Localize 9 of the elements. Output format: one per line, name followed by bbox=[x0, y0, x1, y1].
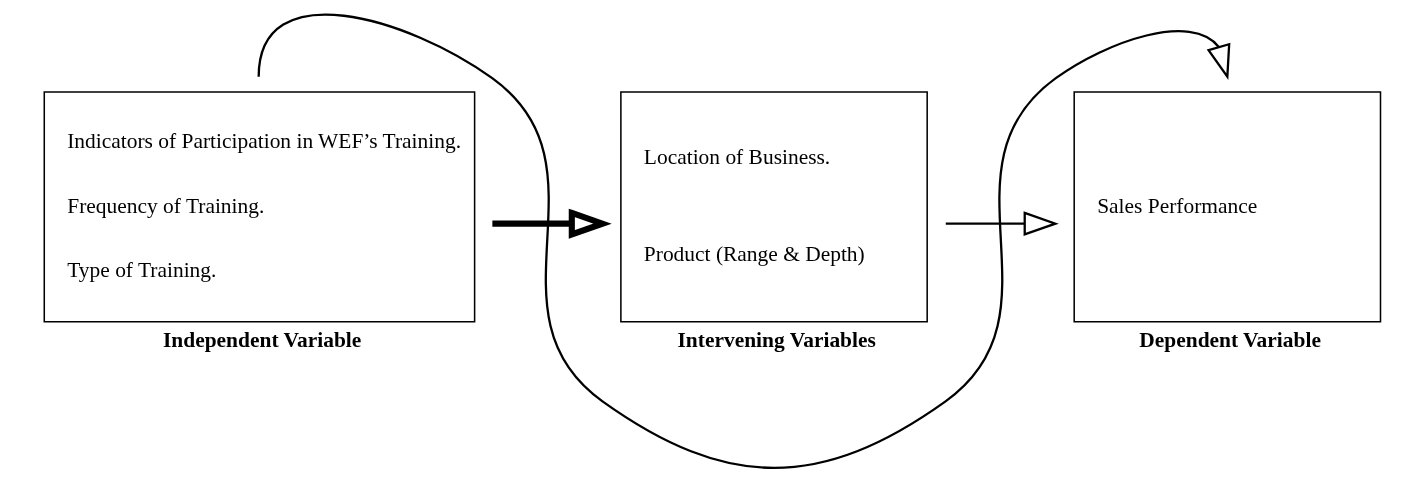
node-label: Dependent Variable bbox=[1139, 327, 1321, 352]
node-box: Indicators of Participation in WEF’s Training. Frequency of Training. Type of Training. bbox=[43, 91, 476, 323]
node-label: Intervening Variables bbox=[677, 327, 876, 352]
node-box: Sales Performance bbox=[1073, 91, 1382, 323]
arrow bbox=[492, 208, 612, 239]
arrow bbox=[945, 211, 1059, 237]
node-label: Independent Variable bbox=[162, 327, 362, 352]
arrow bbox=[257, 13, 1231, 469]
node-box: Location of Business. Product (Range & Depth) bbox=[620, 91, 928, 323]
